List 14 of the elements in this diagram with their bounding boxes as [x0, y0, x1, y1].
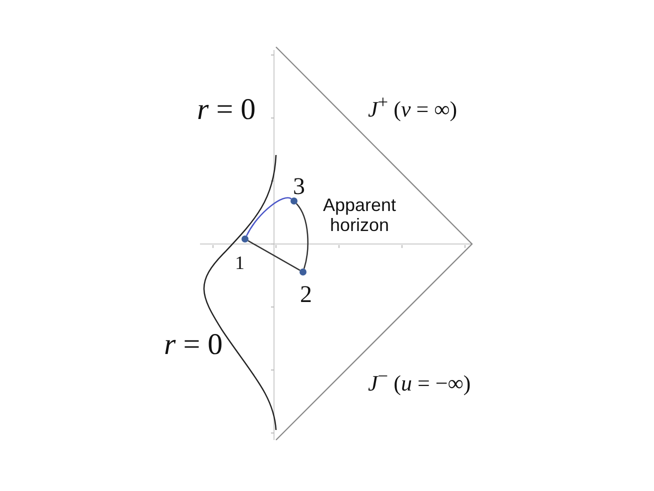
point-number: 1	[235, 254, 244, 273]
infinity-label: J$^{−}$ (u = −∞)	[368, 366, 471, 396]
trajectory-curve	[296, 203, 308, 269]
point-marker	[300, 268, 306, 276]
boundary-label: r = 0	[164, 328, 223, 361]
boundary-label: r = 0	[197, 93, 256, 126]
point-marker	[242, 236, 248, 242]
point-number: 3	[293, 175, 305, 199]
horizon-label: Apparent horizon	[322, 196, 398, 236]
point-number: 2	[300, 283, 312, 307]
point-marker	[290, 198, 298, 204]
infinity-label: J$^{+}$ (v = ∞)	[368, 92, 458, 122]
trajectory-curve	[248, 240, 300, 271]
trajectory-curve	[246, 197, 292, 236]
